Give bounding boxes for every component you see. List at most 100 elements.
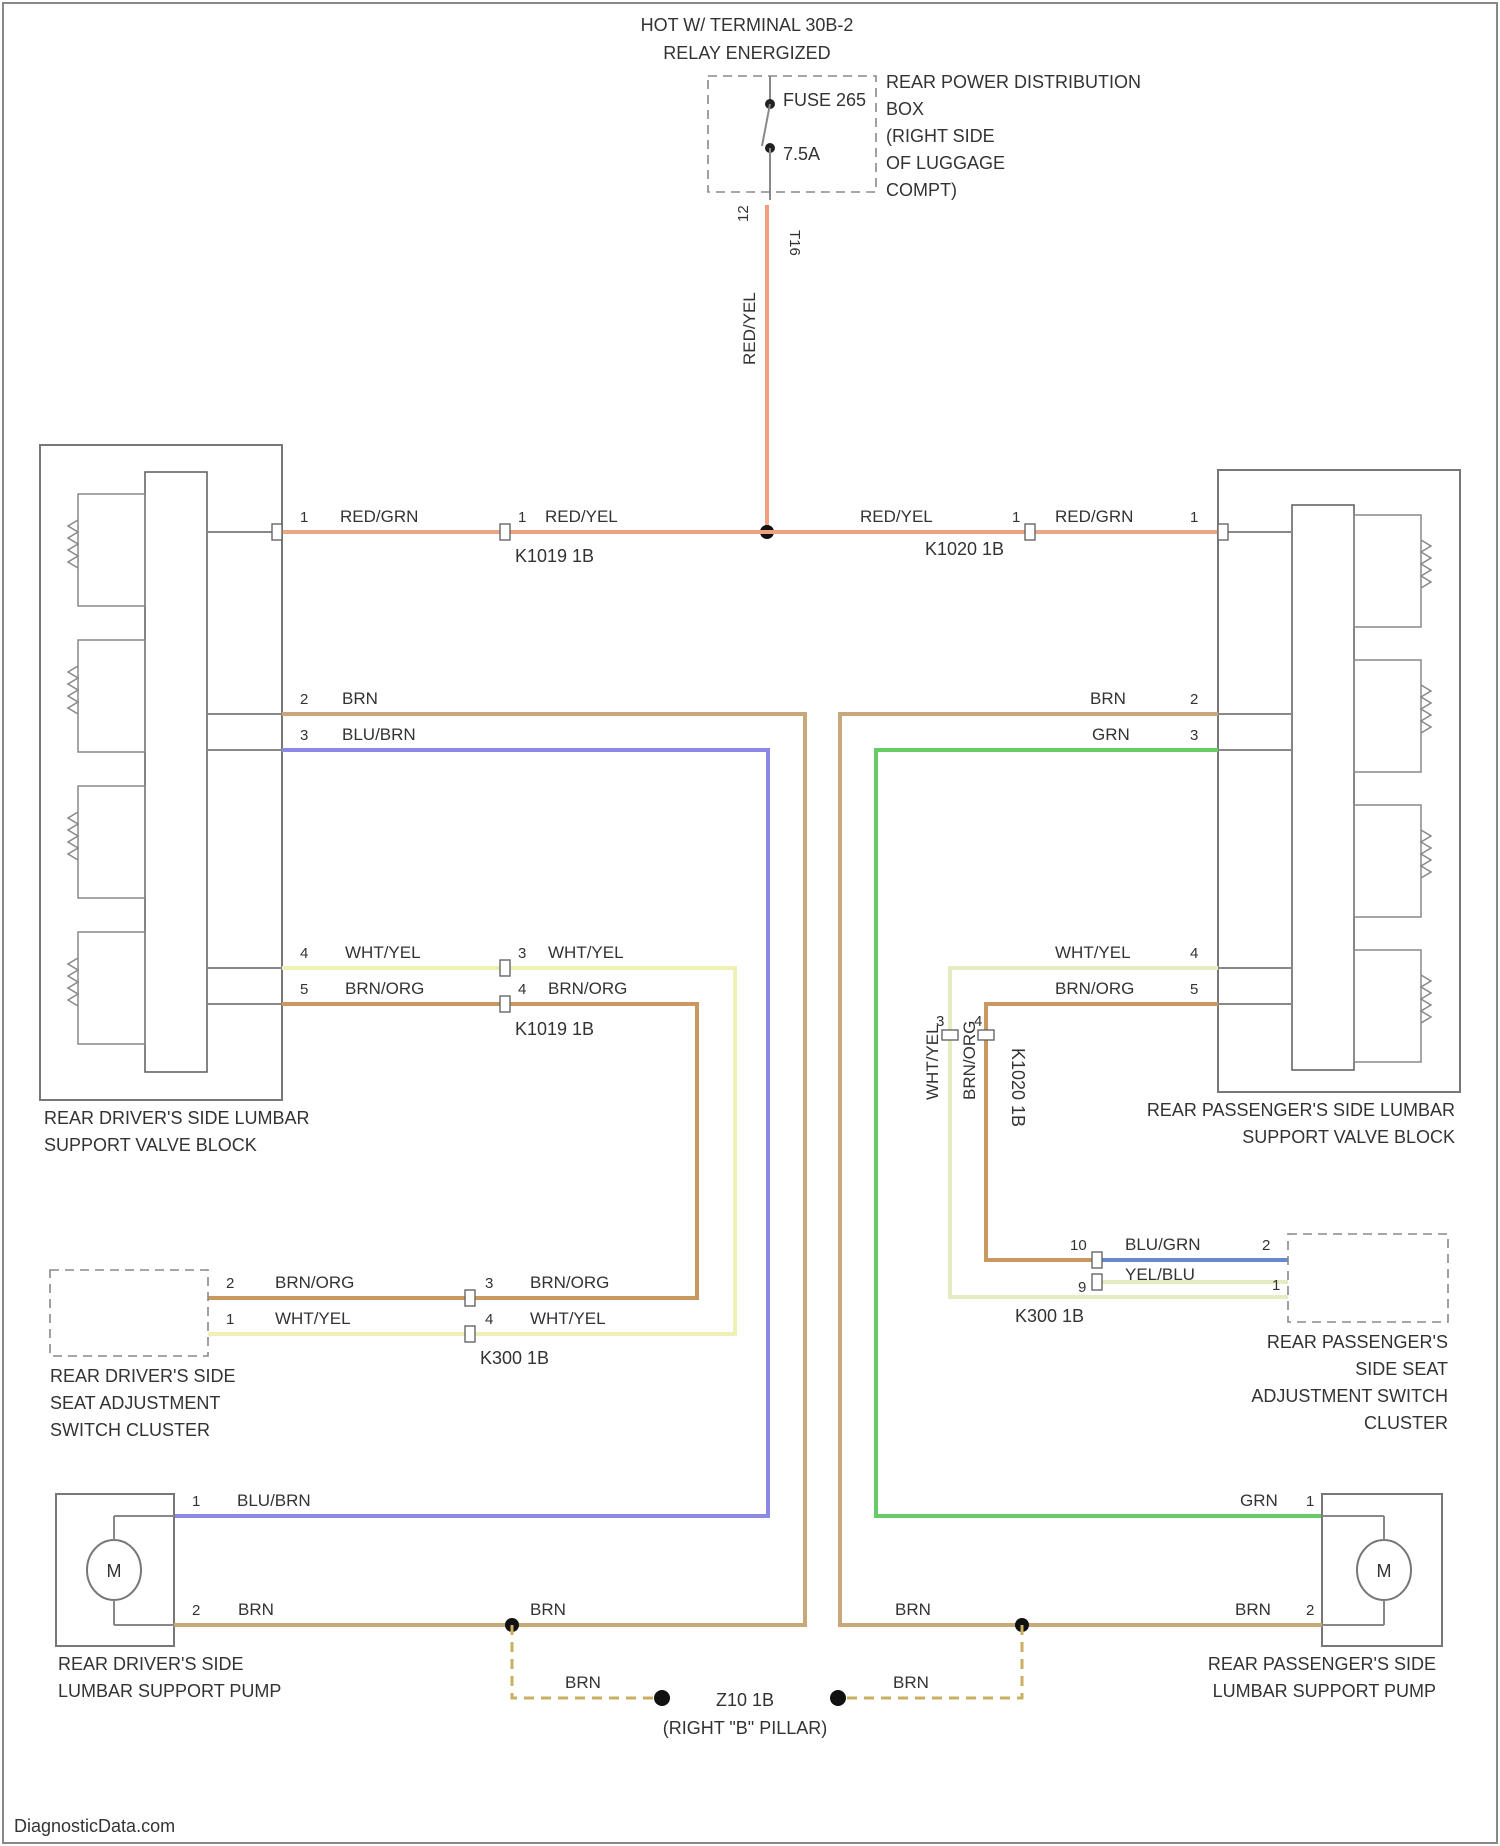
right-switch-label-1: REAR PASSENGER'S	[1267, 1332, 1448, 1352]
wire-brn-right-valve	[840, 714, 1218, 1625]
wire-label-red-grn-left: RED/GRN	[340, 507, 418, 526]
left-switch-label-2: SEAT ADJUSTMENT	[50, 1393, 220, 1413]
wire-brn-left-valve	[282, 714, 805, 1625]
wire-label-brn-org-lvb: BRN/ORG	[345, 979, 424, 998]
right-switch-label-3: ADJUSTMENT SWITCH	[1251, 1386, 1448, 1406]
right-pump-pin-2: 2	[1306, 1602, 1314, 1619]
left-valve-coil-icon	[68, 494, 145, 1044]
right-vb-pin-3: 3	[1190, 727, 1198, 744]
wire-label-brn-right-vb: BRN	[1090, 689, 1126, 708]
left-pump-pin-2: 2	[192, 1602, 200, 1619]
wire-label-brn-lpump: BRN	[238, 1600, 274, 1619]
wire-label-blu-brn-top: BLU/BRN	[342, 725, 416, 744]
left-vb-pin-4: 4	[300, 945, 308, 962]
svg-text:REAR POWER DISTRIBUTION: REAR POWER DISTRIBUTION	[886, 72, 1141, 92]
right-valve-block-bus	[1292, 505, 1354, 1070]
k300-right-connector-9	[1092, 1274, 1102, 1290]
k1019-label: K1019 1B	[515, 546, 594, 566]
left-switch-label-3: SWITCH CLUSTER	[50, 1420, 210, 1440]
source-line1: HOT W/ TERMINAL 30B-2	[641, 15, 854, 35]
wire-label-blu-grn: BLU/GRN	[1125, 1235, 1201, 1254]
left-pump-pin-1: 1	[192, 1493, 200, 1510]
wire-label-brn-org-k300l: BRN/ORG	[530, 1273, 609, 1292]
left-switch-label-1: REAR DRIVER'S SIDE	[50, 1366, 235, 1386]
k1019b-pin-3: 3	[518, 945, 526, 962]
svg-text:OF LUGGAGE: OF LUGGAGE	[886, 153, 1005, 173]
fuse-rating: 7.5A	[783, 144, 820, 164]
k1019-pin-top: 1	[518, 509, 526, 526]
k1020b-connector-3	[942, 1030, 958, 1040]
wire-label-wht-yel-lvb: WHT/YEL	[345, 943, 421, 962]
k300-right-label: K300 1B	[1015, 1306, 1084, 1326]
k1019-connector-3	[500, 960, 510, 976]
wire-label-brn-org-sw: BRN/ORG	[275, 1273, 354, 1292]
source-line2: RELAY ENERGIZED	[663, 43, 830, 63]
ground-point-left-icon	[654, 1690, 670, 1706]
k1020b-pin-3: 3	[936, 1013, 944, 1030]
left-pump-label-2: LUMBAR SUPPORT PUMP	[58, 1681, 281, 1701]
wire-label-wht-yel-rvb: WHT/YEL	[1055, 943, 1131, 962]
right-switch-label-2: SIDE SEAT	[1355, 1359, 1448, 1379]
svg-text:(RIGHT SIDE: (RIGHT SIDE	[886, 126, 995, 146]
wire-brn-org-right	[986, 1004, 1218, 1260]
left-vb-pin-3: 3	[300, 727, 308, 744]
left-switch-cluster	[50, 1270, 208, 1356]
wire-label-wht-yel-sw: WHT/YEL	[275, 1309, 351, 1328]
k1020-connector-top	[1025, 524, 1035, 540]
wire-label-brn-gnd-right: BRN	[893, 1673, 929, 1692]
wire-label-brn-org-rv: BRN/ORG	[960, 1021, 979, 1100]
wire-label-brn-lsplice: BRN	[530, 1600, 566, 1619]
left-valve-block-bus	[145, 472, 207, 1072]
ground-point-right-icon	[830, 1690, 846, 1706]
right-valve-block-label-2: SUPPORT VALVE BLOCK	[1242, 1127, 1455, 1147]
k1019b-label: K1019 1B	[515, 1019, 594, 1039]
wire-label-brn-org-k1019: BRN/ORG	[548, 979, 627, 998]
right-vb-pin-4: 4	[1190, 945, 1198, 962]
k1020b-label: K1020 1B	[1008, 1048, 1028, 1127]
k1020b-connector-4	[978, 1030, 994, 1040]
right-pump-label-1: REAR PASSENGER'S SIDE	[1208, 1654, 1436, 1674]
wire-label-yel-blu: YEL/BLU	[1125, 1265, 1195, 1284]
right-vb-pin-2: 2	[1190, 691, 1198, 708]
fuse-name: FUSE 265	[783, 90, 866, 110]
wire-label-grn-bottom: GRN	[1240, 1491, 1278, 1510]
left-motor-letter: M	[107, 1561, 122, 1581]
left-vb-pin-2: 2	[300, 691, 308, 708]
wire-label-wht-yel-rv: WHT/YEL	[923, 1024, 942, 1100]
svg-text:BOX: BOX	[886, 99, 924, 119]
left-valve-block-label-1: REAR DRIVER'S SIDE LUMBAR	[44, 1108, 310, 1128]
right-pump-label-2: LUMBAR SUPPORT PUMP	[1213, 1681, 1436, 1701]
k1019-connector-top	[500, 524, 510, 540]
k300-left-label: K300 1B	[480, 1348, 549, 1368]
source-conn-label: T16	[786, 230, 803, 256]
source-conn-pin: 12	[735, 205, 752, 222]
left-switch-pin-2: 2	[226, 1275, 234, 1292]
k300r-pin-9: 9	[1078, 1279, 1086, 1296]
right-switch-pin-1: 1	[1272, 1277, 1280, 1294]
right-switch-cluster	[1288, 1234, 1448, 1322]
k300-left-connector-4	[465, 1326, 475, 1342]
wire-label-red-grn-right: RED/GRN	[1055, 507, 1133, 526]
ground-location: (RIGHT "B" PILLAR)	[663, 1718, 827, 1738]
wire-label-grn-top: GRN	[1092, 725, 1130, 744]
right-valve-coil-icon	[1354, 515, 1431, 1062]
footer-watermark: DiagnosticData.com	[14, 1816, 175, 1836]
page-border	[3, 3, 1497, 1843]
feed-wire-label: RED/YEL	[740, 292, 759, 365]
k300-left-connector-3	[465, 1290, 475, 1306]
k300l-pin-4: 4	[485, 1311, 493, 1328]
k300-right-connector-10	[1092, 1252, 1102, 1268]
right-pump-pin-1: 1	[1306, 1493, 1314, 1510]
wire-brn-ground-right	[838, 1625, 1022, 1698]
k1020b-pin-4: 4	[974, 1013, 982, 1030]
wire-blu-brn	[174, 750, 768, 1516]
k300r-pin-10: 10	[1070, 1237, 1087, 1254]
distribution-box-label: REAR POWER DISTRIBUTION BOX (RIGHT SIDE …	[886, 72, 1141, 200]
right-switch-label-4: CLUSTER	[1364, 1413, 1448, 1433]
left-vb-pin-5: 5	[300, 981, 308, 998]
k1019b-pin-4: 4	[518, 981, 526, 998]
wire-label-brn-rsplice: BRN	[895, 1600, 931, 1619]
k1020-pin-top: 1	[1012, 509, 1020, 526]
right-valve-block-label-1: REAR PASSENGER'S SIDE LUMBAR	[1147, 1100, 1455, 1120]
